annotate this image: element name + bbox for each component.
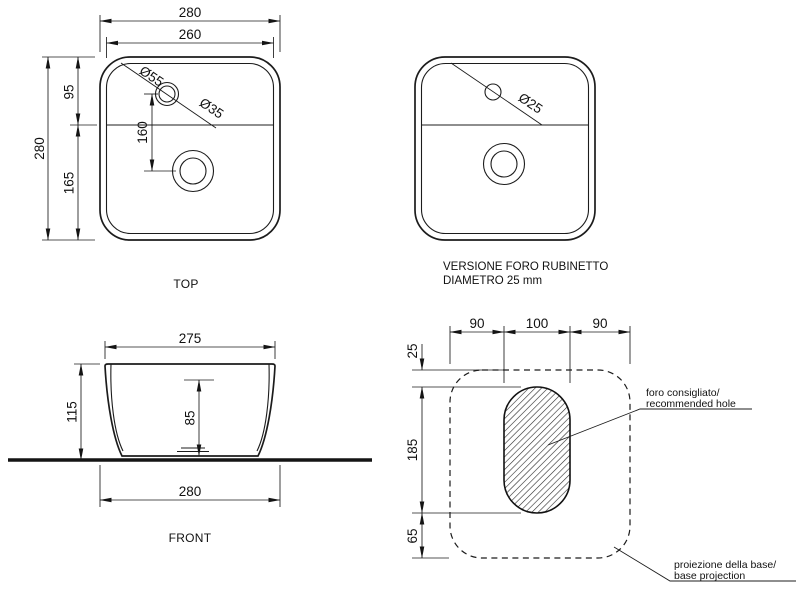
tap-hole-circle <box>158 85 176 103</box>
drain-outer-circle <box>482 142 526 186</box>
dim-top-height-top: 95 <box>62 56 81 126</box>
dim-base-hole-length-label: 185 <box>405 439 420 462</box>
base-projection-label-line2: base projection <box>674 570 745 582</box>
tap-version-caption-line1: VERSIONE FORO RUBINETTO <box>443 261 608 273</box>
dim-base-top-offset-label: 25 <box>405 343 420 358</box>
basin-outer-edge <box>99 56 281 241</box>
dim-top-height-bottom-label: 165 <box>62 172 77 195</box>
tap-diameter-leader-line <box>120 62 217 129</box>
dim-front-width-top: 275 <box>104 331 276 359</box>
dim-tap-hole-label: Ø25 <box>516 90 546 117</box>
base-projection-view: 90 100 90 25 185 65 foro consigliato/ re… <box>405 316 796 582</box>
callout-leader-line <box>613 546 796 582</box>
drain-outer-circle <box>171 149 215 193</box>
dim-front-inner-depth: 85 <box>183 379 214 457</box>
dim-top-height-outer: 280 <box>32 56 95 241</box>
recommended-hole-label-line1: foro consigliato/ <box>646 387 720 399</box>
top-view-caption: TOP <box>173 277 198 291</box>
tap-hole-circle <box>484 83 502 101</box>
callout-leader-line <box>547 408 752 446</box>
dim-base-top-row: 90 100 90 <box>449 316 631 383</box>
dim-top-width-outer: 280 <box>99 5 281 52</box>
dim-top-height-bottom: 165 <box>62 124 97 241</box>
basin-outer-edge <box>414 56 596 241</box>
tap-diameter-leader-line <box>450 62 543 126</box>
dim-front-width-bottom: 280 <box>99 465 281 507</box>
base-projection-callout: proiezione della base/ base projection <box>613 546 796 582</box>
recommended-hole-label-line2: recommended hole <box>646 398 736 410</box>
dim-front-width-bottom-label: 280 <box>179 484 202 499</box>
dim-front-inner-depth-label: 85 <box>183 410 198 425</box>
front-view-caption: FRONT <box>169 531 212 545</box>
dim-hole-spacing: 160 <box>135 93 176 172</box>
tap-version-caption-line2: DIAMETRO 25 mm <box>443 275 542 287</box>
recommended-hole-callout: foro consigliato/ recommended hole <box>547 387 752 446</box>
tap-version-view: Ø25 VERSIONE FORO RUBINETTO DIAMETRO 25 … <box>414 56 608 287</box>
dim-hole-spacing-label: 160 <box>135 121 150 144</box>
basin-front-inner-right <box>256 363 270 452</box>
base-projection-label-line1: proiezione della base/ <box>674 559 776 571</box>
drain-inner-circle <box>490 150 518 178</box>
top-view: Ø55 Ø35 280 260 280 95 165 <box>32 5 281 291</box>
dim-top-height-top-label: 95 <box>62 84 77 99</box>
base-projection-outline <box>449 369 631 559</box>
dim-base-bottom-offset-label: 65 <box>405 528 420 543</box>
dim-front-height-label: 115 <box>65 401 80 423</box>
drain-inner-circle <box>179 157 207 185</box>
recommended-hole-shape <box>503 386 571 514</box>
basin-inner-edge <box>105 62 275 235</box>
dim-front-width-top-label: 275 <box>179 331 202 346</box>
dim-front-height: 115 <box>65 363 100 461</box>
dim-top-width-inner-label: 260 <box>179 27 202 42</box>
dim-base-top-right-label: 90 <box>592 316 607 331</box>
dim-base-top-center-label: 100 <box>526 316 549 331</box>
basin-inner-edge <box>420 62 590 235</box>
dim-top-width-inner: 260 <box>106 27 274 58</box>
dim-tap-recess-label: Ø55 <box>137 63 167 90</box>
dim-top-width-outer-label: 280 <box>179 5 202 20</box>
dim-base-left-column: 25 185 65 <box>405 343 521 559</box>
front-view: 275 115 85 280 FRONT <box>8 331 372 545</box>
basin-front-inner-left <box>110 363 124 452</box>
dim-top-height-outer-label: 280 <box>32 137 47 160</box>
basin-front-outline <box>104 363 276 457</box>
dim-base-top-left-label: 90 <box>469 316 484 331</box>
